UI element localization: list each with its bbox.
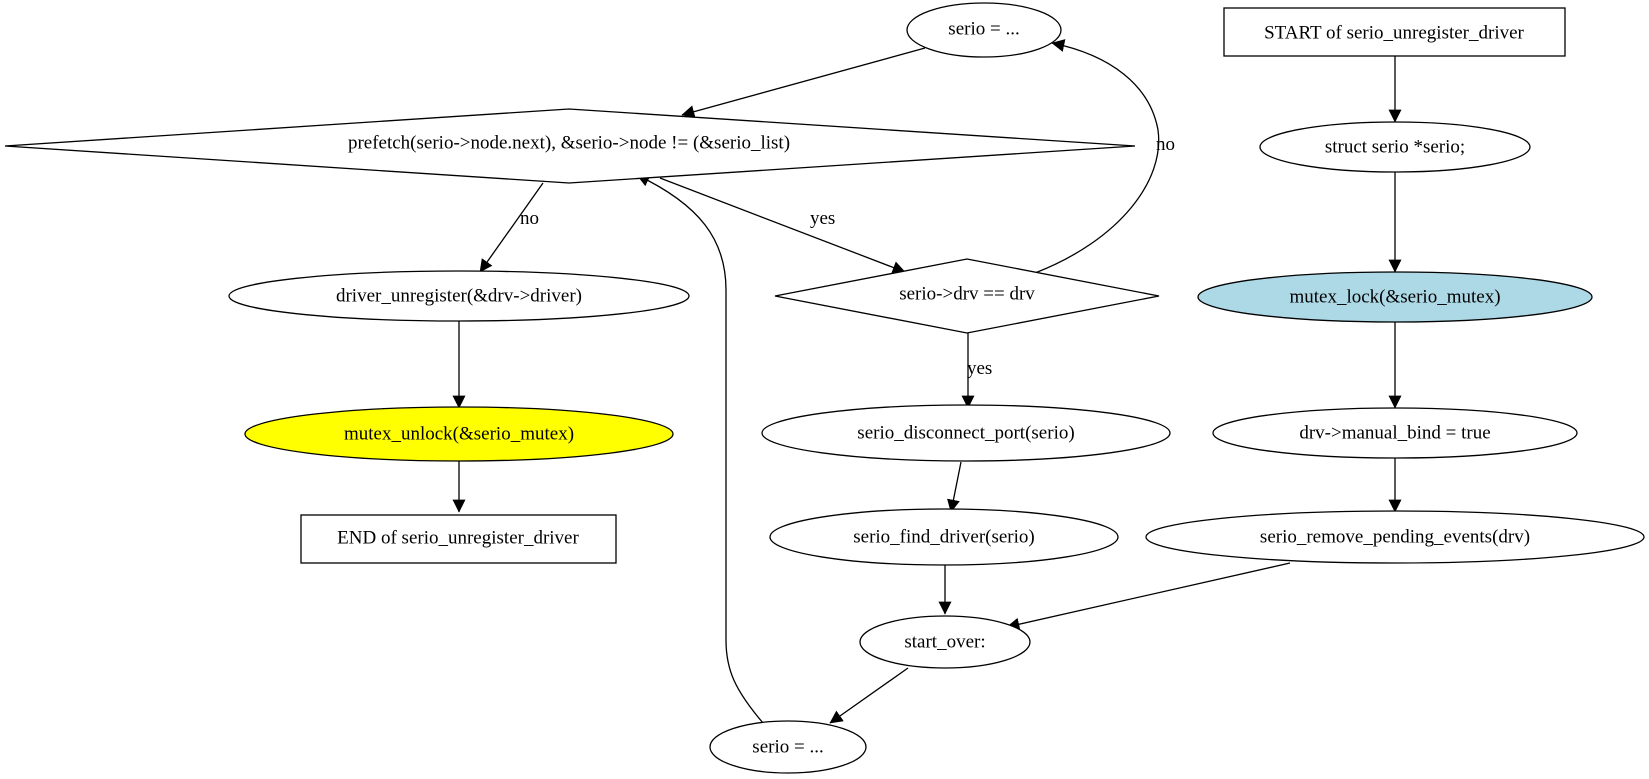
node-unlock: mutex_unlock(&serio_mutex) xyxy=(244,406,674,462)
node-loop-cond-shape xyxy=(4,108,1136,184)
node-start: START of serio_unregister_driver xyxy=(1223,7,1566,57)
edge-loop-cond-to-drv-cond xyxy=(659,177,906,274)
node-remove: serio_remove_pending_events(drv) xyxy=(1145,510,1645,564)
edge-label-drv-no: no xyxy=(1156,134,1175,155)
node-drv-unreg-shape xyxy=(228,270,690,322)
node-loop-cond: prefetch(serio->node.next), &serio->node… xyxy=(4,108,1136,184)
node-unlock-shape xyxy=(244,406,674,462)
node-drv-cond-shape xyxy=(774,258,1160,334)
node-serio-next-shape xyxy=(906,2,1062,58)
node-serio-next-label: serio = ... xyxy=(948,18,1019,39)
node-drv-cond: serio->drv == drv xyxy=(774,258,1160,334)
node-drv-cond-label: serio->drv == drv xyxy=(899,283,1035,304)
edge-serio-next-to-loop-cond xyxy=(681,47,926,118)
node-disconnect-label: serio_disconnect_port(serio) xyxy=(857,422,1074,443)
node-decl-label: struct serio *serio; xyxy=(1325,136,1465,157)
nodes: START of serio_unregister_driver struct … xyxy=(4,2,1645,774)
node-start-over-shape xyxy=(859,615,1031,669)
edge-loop-cond-to-drv-unreg xyxy=(479,182,544,273)
node-start-shape xyxy=(1223,7,1566,57)
node-start-label: START of serio_unregister_driver xyxy=(1264,22,1524,43)
node-serio-next: serio = ... xyxy=(906,2,1062,58)
node-start-over: start_over: xyxy=(859,615,1031,669)
edge-start-over-to-serio-init xyxy=(829,667,909,724)
node-lock-label: mutex_lock(&serio_mutex) xyxy=(1289,286,1500,307)
edge-remove-to-start-over xyxy=(1006,562,1291,631)
node-decl: struct serio *serio; xyxy=(1259,121,1531,173)
node-end: END of serio_unregister_driver xyxy=(300,514,617,564)
edge-serio-init-to-loop-cond xyxy=(636,174,764,724)
edge-label-loop-yes: yes xyxy=(810,208,835,229)
node-loop-cond-label: prefetch(serio->node.next), &serio->node… xyxy=(348,132,790,153)
node-remove-label: serio_remove_pending_events(drv) xyxy=(1260,526,1530,547)
node-serio-init-shape xyxy=(709,720,867,774)
node-bind: drv->manual_bind = true xyxy=(1212,407,1578,459)
edge-label-drv-yes: yes xyxy=(967,358,992,379)
node-find-shape xyxy=(769,508,1119,566)
node-lock: mutex_lock(&serio_mutex) xyxy=(1197,271,1593,323)
node-start-over-label: start_over: xyxy=(904,631,985,652)
node-lock-shape xyxy=(1197,271,1593,323)
edges xyxy=(452,39,1402,724)
node-serio-init-label: serio = ... xyxy=(752,736,823,757)
node-drv-unreg: driver_unregister(&drv->driver) xyxy=(228,270,690,322)
node-find-label: serio_find_driver(serio) xyxy=(853,526,1035,547)
node-serio-init: serio = ... xyxy=(709,720,867,774)
edge-drv-cond-to-serio-next xyxy=(1034,39,1160,274)
node-end-shape xyxy=(300,514,617,564)
node-disconnect: serio_disconnect_port(serio) xyxy=(761,404,1171,462)
node-bind-shape xyxy=(1212,407,1578,459)
node-unlock-label: mutex_unlock(&serio_mutex) xyxy=(344,423,574,444)
edge-label-loop-no: no xyxy=(520,208,539,229)
node-remove-shape xyxy=(1145,510,1645,564)
node-end-label: END of serio_unregister_driver xyxy=(337,527,579,548)
node-bind-label: drv->manual_bind = true xyxy=(1299,422,1490,443)
node-disconnect-shape xyxy=(761,404,1171,462)
edge-labels: yes no yes no xyxy=(520,134,1175,379)
edge-disconnect-to-find xyxy=(947,461,962,513)
node-decl-shape xyxy=(1259,121,1531,173)
node-find: serio_find_driver(serio) xyxy=(769,508,1119,566)
node-drv-unreg-label: driver_unregister(&drv->driver) xyxy=(336,285,582,306)
